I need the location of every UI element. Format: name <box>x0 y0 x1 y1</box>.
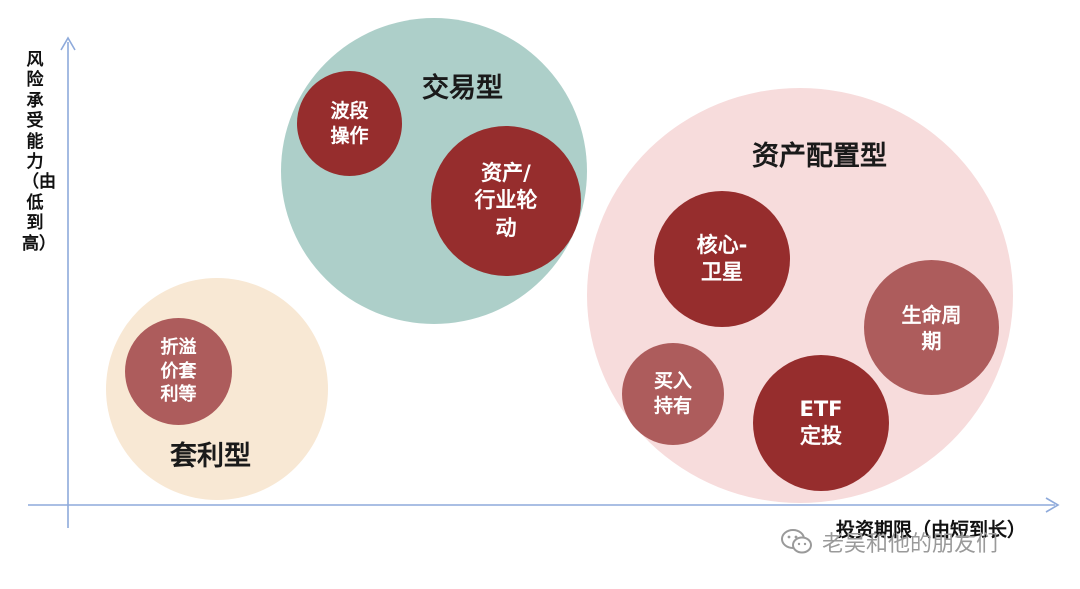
asset-rotation-circle: 资产/ 行业轮 动 <box>431 126 581 276</box>
trading-group-label: 交易型 <box>422 73 503 104</box>
lifecycle-circle: 生命周 期 <box>864 260 999 395</box>
watermark-text: 老吴和他的朋友们 <box>822 532 999 557</box>
arbitrage-group-label: 套利型 <box>170 441 251 472</box>
core-satellite-circle: 核心- 卫星 <box>654 191 790 327</box>
x-axis-arrow <box>1045 497 1060 513</box>
wechat-icon <box>781 529 812 554</box>
buy-hold-circle: 买入 持有 <box>622 343 724 445</box>
y-axis-label: 风险承受能力（由低到高） <box>22 50 56 254</box>
wave-operation-circle: 波段 操作 <box>297 71 402 176</box>
watermark: 老吴和他的朋友们 <box>780 526 998 558</box>
x-axis-label: 投资期限（由短到长） <box>836 519 1027 541</box>
allocation-group-label: 资产配置型 <box>752 141 887 172</box>
etf-investment-circle: ETF 定投 <box>753 355 889 491</box>
y-axis-arrow <box>60 36 76 51</box>
premium-arbitrage-circle: 折溢 价套 利等 <box>125 318 232 425</box>
